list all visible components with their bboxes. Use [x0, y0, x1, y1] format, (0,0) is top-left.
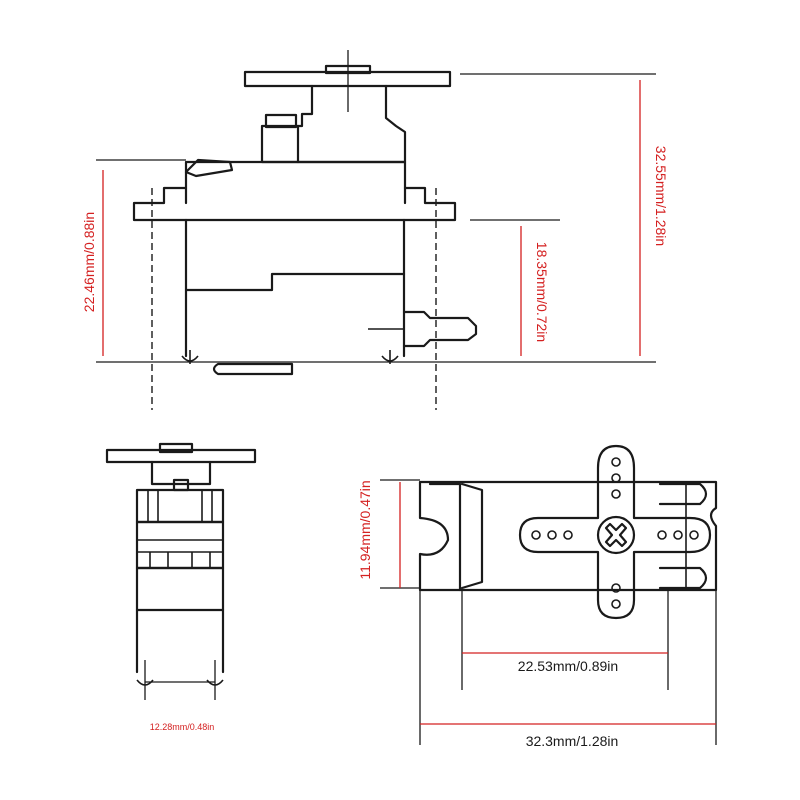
top-body-outline: [418, 480, 718, 592]
front-gear-cap: [264, 113, 298, 129]
label-thickness: 11.94mm/0.47in: [357, 480, 373, 579]
top-right-tab-upper: [658, 482, 708, 506]
front-bottom-plate: [212, 362, 294, 376]
side-horn-hub: [158, 442, 194, 454]
front-cable-exit: [402, 310, 478, 348]
horn-hole-bottom-2: [611, 599, 621, 609]
front-wire-notch: [184, 158, 234, 178]
label-hole-spacing: 22.53mm/0.89in: [518, 658, 618, 674]
top-left-mount: [428, 482, 462, 592]
top-right-tab-lower: [658, 566, 708, 590]
horn-hole-right-2: [673, 530, 683, 540]
top-horn-screw: [604, 522, 628, 548]
label-total-height: 32.55mm/1.28in: [653, 146, 669, 246]
side-lower-body: [135, 566, 225, 612]
label-total-width: 32.3mm/1.28in: [526, 733, 619, 749]
top-left-rib: [460, 482, 484, 590]
front-view: 22.46mm/0.88in 18.35mm/0.72in 32.55mm/1.…: [81, 50, 669, 410]
horn-hole-top-2: [611, 473, 621, 483]
label-body-height: 22.46mm/0.88in: [81, 212, 97, 312]
side-horn-arm: [105, 448, 257, 464]
horn-hole-right-1: [657, 530, 667, 540]
top-horn-cross: [518, 444, 712, 620]
top-horn-hub: [596, 515, 636, 555]
label-side-width: 12.28mm/0.48in: [150, 722, 215, 732]
side-shaft: [150, 460, 212, 486]
horn-hole-left-1: [531, 530, 541, 540]
horn-hole-top-3: [611, 489, 621, 499]
front-flange: [132, 160, 457, 222]
horn-hole-bottom-1: [611, 583, 621, 593]
horn-hole-left-3: [563, 530, 573, 540]
front-lower-body: [184, 218, 406, 292]
label-mount-height: 18.35mm/0.72in: [534, 242, 550, 342]
front-gear-tower: [260, 84, 407, 164]
top-view: 11.94mm/0.47in 22.53mm/0.89in 32.3mm/1.2…: [357, 444, 718, 749]
side-view: 12.28mm/0.48in: [105, 442, 257, 732]
horn-hole-top-1: [611, 457, 621, 467]
horn-hole-right-3: [689, 530, 699, 540]
side-flange: [135, 488, 225, 524]
horn-hole-left-2: [547, 530, 557, 540]
